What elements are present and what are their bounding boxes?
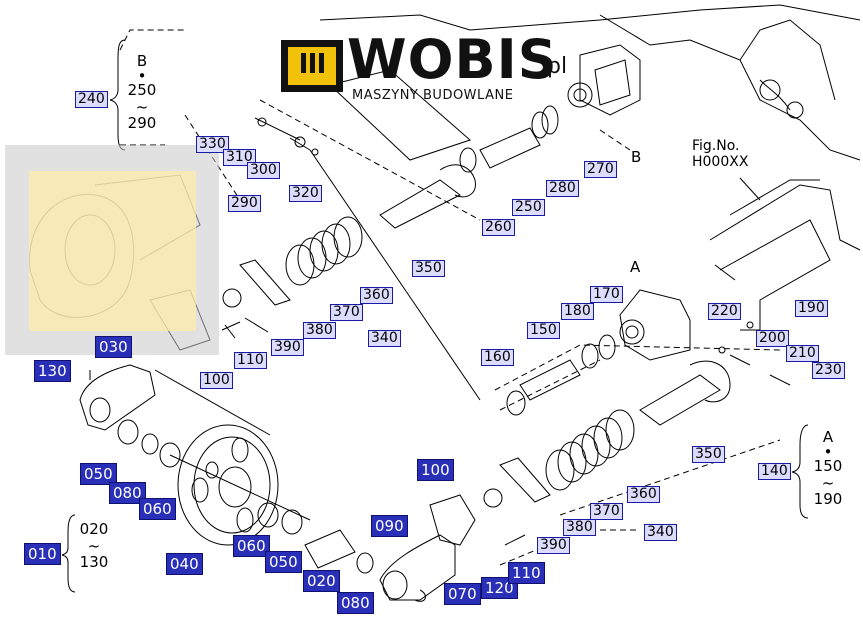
part-label-140[interactable]: 140 [758, 463, 791, 480]
range-b-from: 250 [127, 81, 157, 99]
range-main-from: 020 [79, 520, 109, 538]
part-label-020[interactable]: 020 [303, 570, 340, 592]
part-label-380-top[interactable]: 380 [303, 322, 336, 339]
part-label-150[interactable]: 150 [527, 322, 560, 339]
part-label-290[interactable]: 290 [228, 195, 261, 212]
part-label-170[interactable]: 170 [590, 286, 623, 303]
part-label-380-bot[interactable]: 380 [563, 519, 596, 536]
range-a-group: A • 150 ~ 190 [808, 428, 848, 509]
part-label-220[interactable]: 220 [708, 303, 741, 320]
range-main-to: 130 [79, 553, 109, 571]
range-b-group: B • 250 ~ 290 [122, 52, 162, 133]
range-a-tilde: ~ [821, 474, 835, 492]
range-b-bullet: • [137, 67, 147, 85]
part-label-040[interactable]: 040 [166, 553, 203, 575]
part-label-160[interactable]: 160 [481, 349, 514, 366]
part-label-260[interactable]: 260 [482, 219, 515, 236]
part-label-270[interactable]: 270 [584, 161, 617, 178]
part-label-360-bot[interactable]: 360 [627, 486, 660, 503]
logo-tld: .pl [540, 54, 568, 79]
part-label-340-top[interactable]: 340 [368, 330, 401, 347]
part-label-050-top[interactable]: 050 [80, 463, 117, 485]
part-label-240[interactable]: 240 [75, 91, 108, 108]
figure-ref-label: Fig.No. [692, 138, 740, 154]
part-label-110-top[interactable]: 110 [234, 352, 267, 369]
part-label-390-top[interactable]: 390 [271, 339, 304, 356]
part-label-190[interactable]: 190 [795, 300, 828, 317]
part-label-390-bot[interactable]: 390 [537, 537, 570, 554]
logo-tagline: MASZYNY BUDOWLANE [352, 88, 514, 103]
part-label-110-bot[interactable]: 110 [508, 562, 545, 584]
part-label-060-top[interactable]: 060 [139, 498, 176, 520]
part-label-370-top[interactable]: 370 [330, 304, 363, 321]
part-label-030[interactable]: 030 [95, 336, 132, 358]
part-label-010[interactable]: 010 [24, 543, 61, 565]
part-label-350-bot[interactable]: 350 [692, 446, 725, 463]
part-label-050-bot[interactable]: 050 [265, 551, 302, 573]
range-b-tilde: ~ [135, 98, 149, 116]
marker-a: A [630, 258, 641, 276]
part-label-080-top[interactable]: 080 [109, 482, 146, 504]
part-label-060-bot[interactable]: 060 [233, 535, 270, 557]
part-label-080-bot[interactable]: 080 [337, 592, 374, 614]
part-label-100-top[interactable]: 100 [200, 372, 233, 389]
part-label-180[interactable]: 180 [561, 303, 594, 320]
part-label-200[interactable]: 200 [756, 330, 789, 347]
part-label-330[interactable]: 330 [196, 136, 229, 153]
wobis-logo-mark [281, 40, 343, 92]
part-label-280[interactable]: 280 [546, 180, 579, 197]
watermark-overlay [5, 145, 219, 355]
part-label-320[interactable]: 320 [289, 185, 322, 202]
range-a-to: 190 [813, 490, 843, 508]
range-a-head: A [822, 428, 834, 446]
range-b-head: B [136, 52, 148, 70]
part-label-300[interactable]: 300 [247, 162, 280, 179]
range-a-bullet: • [823, 443, 833, 461]
part-label-370-bot[interactable]: 370 [590, 503, 623, 520]
part-label-250[interactable]: 250 [512, 199, 545, 216]
part-label-340-bot[interactable]: 340 [644, 524, 677, 541]
part-label-100-bot[interactable]: 100 [417, 459, 454, 481]
part-label-360-top[interactable]: 360 [360, 287, 393, 304]
part-label-350-top[interactable]: 350 [412, 260, 445, 277]
range-main-tilde: ~ [87, 537, 101, 555]
range-b-to: 290 [127, 114, 157, 132]
part-label-130[interactable]: 130 [34, 360, 71, 382]
part-label-310[interactable]: 310 [223, 149, 256, 166]
part-label-090[interactable]: 090 [371, 515, 408, 537]
logo-brand: WOBIS [347, 28, 558, 91]
figure-ref-code: H000XX [692, 154, 749, 170]
part-label-230[interactable]: 230 [812, 362, 845, 379]
part-label-210[interactable]: 210 [786, 345, 819, 362]
part-label-070[interactable]: 070 [444, 583, 481, 605]
marker-b: B [631, 148, 642, 166]
range-a-from: 150 [813, 457, 843, 475]
range-main-group: 020 ~ 130 [74, 520, 114, 572]
